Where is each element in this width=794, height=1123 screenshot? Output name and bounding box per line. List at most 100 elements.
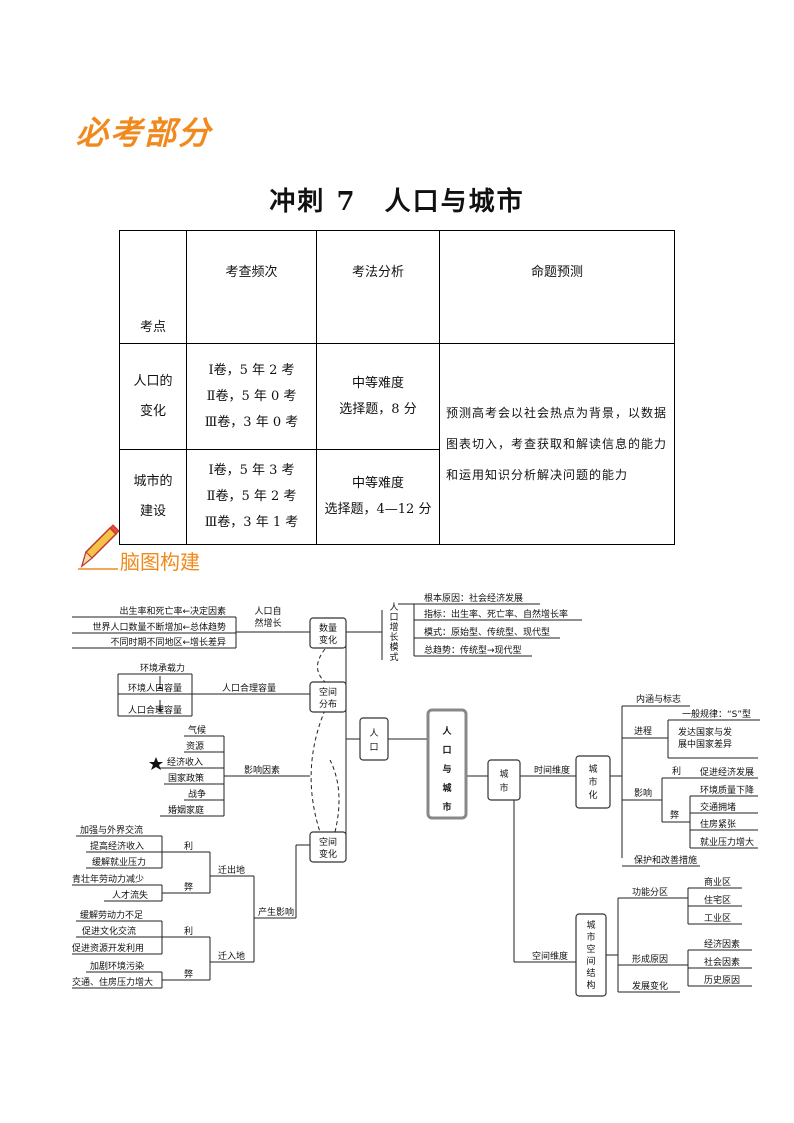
mode-item: 指标：出生率、死亡率、自然增长率 [424, 608, 568, 620]
star-icon [149, 757, 163, 770]
char: 增 [389, 621, 398, 633]
in-benefit-item: 促进文化交流 [82, 925, 136, 937]
spatial-change-box [309, 831, 347, 863]
char: 城 [588, 764, 597, 775]
city-label: 城市 [499, 769, 508, 794]
section-title: 必考部分 [76, 114, 213, 152]
arrow-down-icon [157, 686, 163, 689]
nat-item: 出生率和死亡率←决定因素 [119, 605, 226, 617]
analysis-line: 中等难度 [351, 476, 404, 491]
cause-item: 历史原因 [704, 974, 740, 986]
prediction-cell: 预测高考会以社会热点为背景，以数据图表切入，考查获取和解读信息的能力和运用知识分… [439, 343, 675, 545]
influence-item: 资源 [186, 741, 204, 752]
quantity-change-label: 数量 [319, 622, 337, 634]
topic-cell: 城市的 建设 [119, 449, 187, 545]
spatial-change-label: 空间 [319, 836, 337, 848]
cause-label: 形成原因 [632, 953, 668, 965]
influence-label: 影响因素 [244, 764, 280, 776]
impact-harm: 交通拥堵 [700, 801, 736, 813]
time-dim-label: 时间维度 [534, 764, 570, 776]
connotation-label: 内涵与标志 [636, 693, 681, 705]
natural-growth-line: 然增长 [254, 617, 281, 629]
population-box [359, 717, 389, 761]
process-label: 进程 [634, 726, 652, 737]
mind-map-header: 脑图构建 [76, 522, 200, 576]
freq-cell: Ⅰ卷，5 年 2 考 Ⅱ卷，5 年 0 考 Ⅲ卷，3 年 0 考 [186, 343, 317, 450]
analysis-line: 中等难度 [351, 375, 404, 391]
mode-item: 根本原因：社会经济发展 [424, 592, 523, 604]
capacity-item: 环境人口容量 [128, 682, 182, 694]
header-prediction: 命题预测 [439, 230, 675, 344]
topic-label: 人口的 变化 [133, 373, 173, 419]
city-box [487, 759, 521, 801]
analysis-cell: 中等难度 选择题，4—12 分 [316, 449, 440, 545]
char: 空 [586, 943, 595, 955]
char: 结 [586, 967, 595, 979]
freq-line: Ⅲ卷，3 年 0 考 [204, 414, 299, 430]
char: 市 [442, 801, 451, 813]
spatial-distribution-box [309, 681, 347, 713]
char: 城 [442, 782, 451, 794]
analysis-cell: 中等难度 选择题，8 分 [316, 343, 440, 450]
out-harm-item: 青壮年劳动力减少 [72, 873, 144, 885]
char: 口 [369, 743, 378, 753]
cause-item: 经济因素 [704, 938, 740, 950]
influence-item: 气候 [188, 724, 206, 736]
out-benefit-item: 加强与外界交流 [80, 824, 143, 836]
char: 人 [389, 602, 398, 613]
func-zone-label: 功能分区 [632, 886, 668, 898]
impact-harm: 环境质量下降 [700, 784, 754, 796]
spatial-distribution-label: 空间 [319, 686, 337, 698]
char: 人 [369, 728, 378, 739]
influence-item: 战争 [188, 788, 206, 800]
char: 口 [389, 613, 398, 623]
in-benefit-item: 促进资源开发利用 [72, 942, 144, 954]
capacity-item: 环境承载力 [140, 662, 185, 674]
mind-map-connectors [72, 603, 760, 993]
impact-benefit: 促进经济发展 [700, 766, 754, 778]
process-item: 一般规律：“S”型 [682, 708, 751, 720]
influence-item: 婚姻家庭 [168, 804, 204, 816]
char: 市 [588, 776, 597, 788]
exam-analysis-table: 考点 考查频次 考法分析 命题预测 人口的 变化 Ⅰ卷，5 年 2 考 Ⅱ卷，5… [119, 230, 675, 545]
char: 城 [586, 920, 595, 931]
mind-map-title: 脑图构建 [120, 550, 200, 574]
process-item-line: 展中国家差异 [678, 738, 732, 750]
page-title: 冲刺 7 人口与城市 [269, 187, 525, 217]
out-benefit-item: 缓解就业压力 [92, 856, 146, 868]
immigration-label: 迁入地 [218, 950, 245, 962]
center-label: 人口与城市 [441, 725, 452, 813]
influence-item: 经济收入 [167, 756, 203, 768]
char: 人 [441, 725, 452, 737]
freq-line: Ⅱ卷，5 年 0 考 [206, 388, 297, 404]
population-label: 人口 [369, 728, 378, 753]
benefit-label: 利 [672, 765, 681, 777]
protection-label: 保护和改善措施 [634, 854, 697, 866]
char: 间 [586, 955, 595, 967]
influence-item: 国家政策 [168, 772, 204, 784]
process-item-line: 发达国家与发 [678, 726, 732, 738]
freq-line: Ⅰ卷，5 年 3 考 [208, 463, 295, 478]
development-label: 发展变化 [632, 980, 668, 992]
natural-growth-line: 人口自 [254, 605, 281, 617]
nat-item: 不同时期不同地区←增长差异 [110, 636, 226, 648]
out-benefit-item: 提高经济收入 [90, 840, 144, 852]
center-box [426, 708, 468, 820]
benefit-label: 利 [184, 925, 193, 937]
quantity-change-box [309, 617, 347, 649]
in-harm-item: 交通、住房压力增大 [72, 976, 153, 988]
urbanization-box [575, 755, 611, 809]
analysis-line: 选择题，8 分 [339, 401, 417, 417]
zone-item: 住宅区 [704, 894, 731, 906]
topic-label: 城市的 建设 [133, 474, 173, 519]
char: 市 [586, 931, 595, 943]
header-topic: 考点 [119, 230, 187, 344]
impact-harm: 住房紧张 [700, 818, 736, 830]
char: 口 [442, 745, 451, 756]
arrow-down-icon [157, 709, 163, 712]
